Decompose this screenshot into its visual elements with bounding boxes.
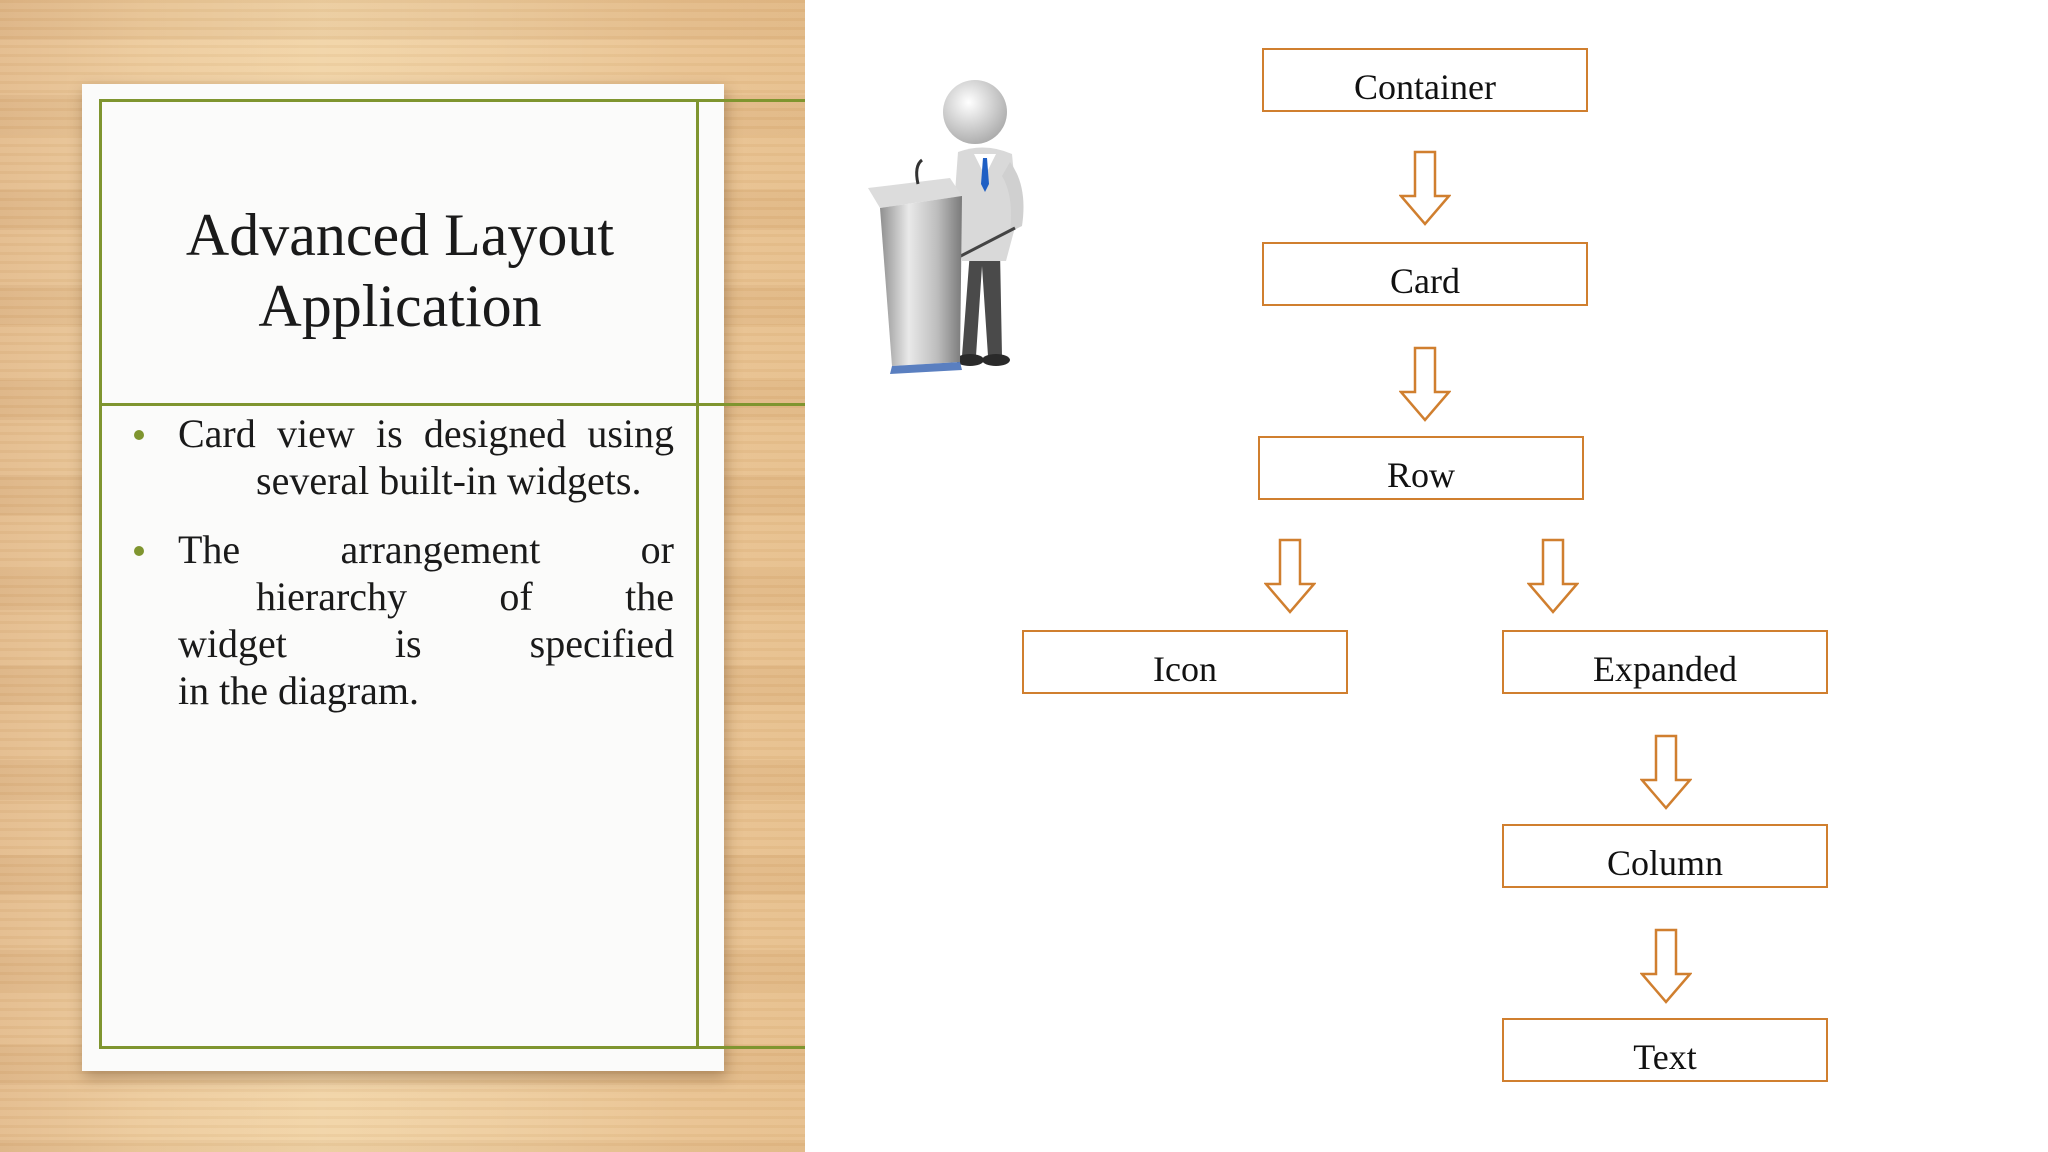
arrow-down-icon: [1399, 346, 1451, 422]
arrow-down-icon: [1640, 928, 1692, 1004]
arrow-down-icon: [1399, 150, 1451, 226]
bullet-1-line-1: Card view is designed using: [178, 411, 674, 456]
frame-line-bottom: [99, 1046, 805, 1049]
node-card: Card: [1262, 242, 1588, 306]
title-line-2: Application: [258, 273, 542, 339]
node-icon: Icon: [1022, 630, 1348, 694]
bullet-2-line-2: hierarchy of the: [256, 574, 674, 619]
bullet-1-line-2: several built-in widgets.: [256, 458, 642, 503]
bullet-2-line-1: The arrangement or: [178, 527, 674, 572]
arrow-down-icon: [1264, 538, 1316, 614]
bullet-item-2: The arrangement or hierarchy of the widg…: [134, 526, 674, 714]
bullet-2-line-4: in the diagram.: [178, 668, 420, 713]
frame-line-middle: [99, 403, 805, 406]
node-column: Column: [1502, 824, 1828, 888]
bullet-dot-icon: [134, 430, 144, 440]
presenter-at-podium-icon: [868, 80, 1024, 374]
frame-line-right: [696, 99, 699, 1049]
bullet-dot-icon: [134, 546, 144, 556]
node-text: Text: [1502, 1018, 1828, 1082]
bullet-item-1: Card view is designed using several buil…: [134, 410, 674, 504]
slide-card: [82, 84, 724, 1071]
bullet-2-line-3: widget is specified: [178, 621, 674, 666]
arrow-down-icon: [1640, 734, 1692, 810]
node-container: Container: [1262, 48, 1588, 112]
bullet-list: Card view is designed using several buil…: [134, 410, 674, 736]
frame-line-left: [99, 99, 102, 1049]
arrow-down-icon: [1527, 538, 1579, 614]
slide-title: Advanced Layout Application: [100, 200, 700, 342]
node-row: Row: [1258, 436, 1584, 500]
title-line-1: Advanced Layout: [185, 202, 615, 268]
frame-line-top: [99, 99, 805, 102]
node-expanded: Expanded: [1502, 630, 1828, 694]
